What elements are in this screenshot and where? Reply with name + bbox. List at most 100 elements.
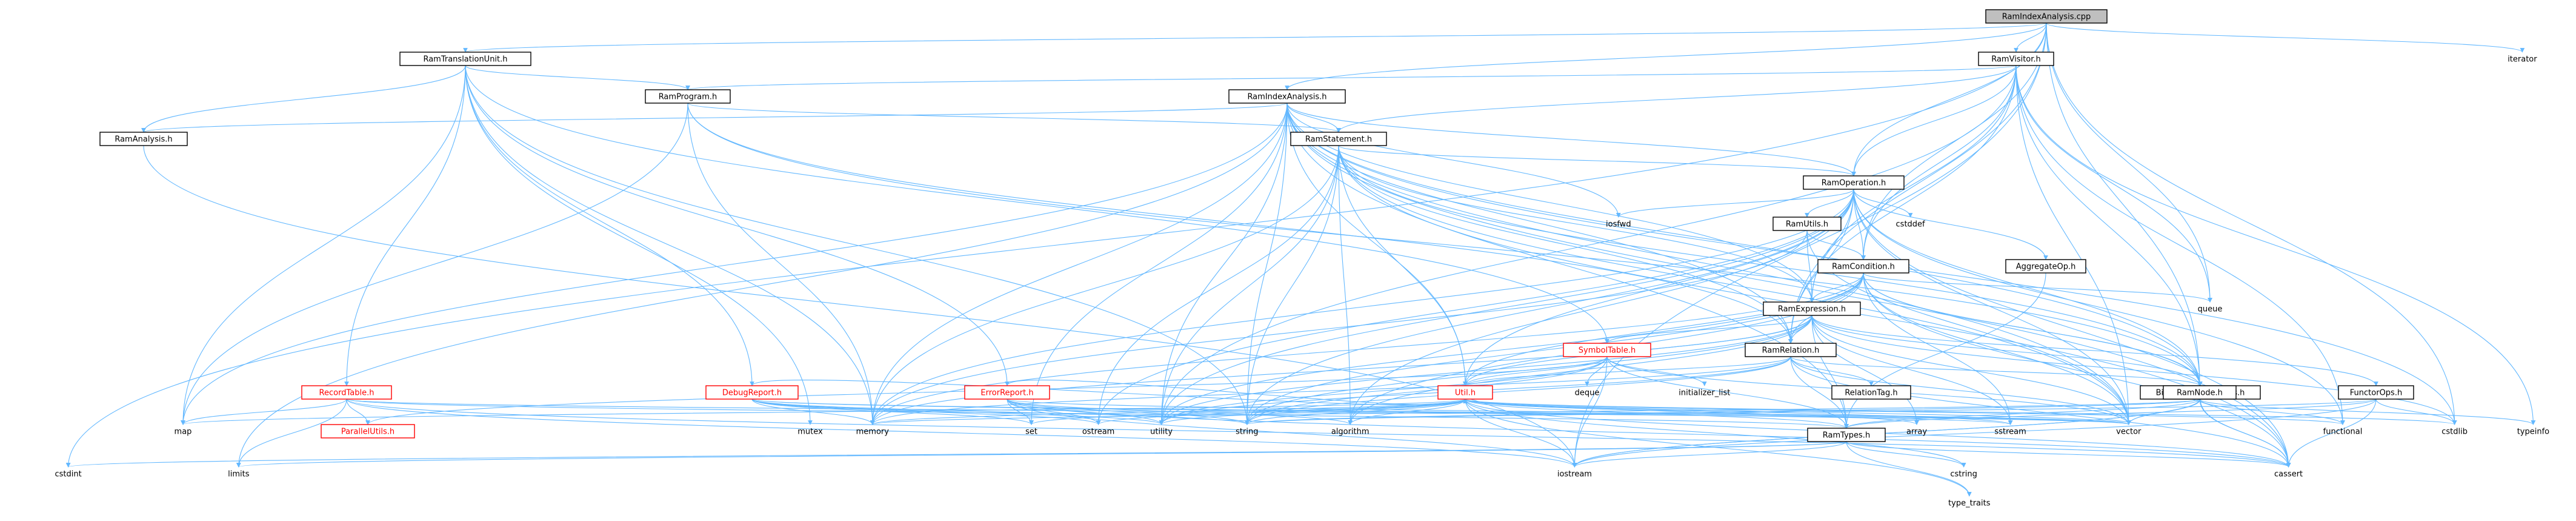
node-label-aggop: AggregateOp.h [2016, 263, 2076, 272]
node-label-cstddef: cstddef [1896, 220, 1926, 229]
node-box-errorreport [964, 385, 1050, 400]
node-box-program [645, 89, 731, 104]
node-label-debugreport: DebugReport.h [722, 389, 782, 398]
node-symboltable[interactable]: SymbolTable.h [1563, 343, 1651, 357]
edge-ramtypes-to-cassert [1846, 441, 2291, 468]
edge-tu-to-mutex [465, 65, 813, 425]
node-label-cstdint: cstdint [55, 470, 81, 479]
node-debugreport[interactable]: DebugReport.h [705, 385, 799, 400]
edge-tu-to-symboltable [465, 65, 1609, 344]
edge-tu-to-debugreport [465, 65, 754, 386]
node-label-analysis: RamAnalysis.h [115, 135, 172, 144]
node-util[interactable]: Util.h [1437, 385, 1493, 400]
node-aggop[interactable]: AggregateOp.h [2005, 259, 2086, 274]
node-iterator: iterator [2508, 55, 2537, 64]
edge-visitor-to-ramnode [2015, 65, 2202, 386]
node-functional: functional [2323, 428, 2363, 437]
node-analysis[interactable]: RamAnalysis.h [99, 132, 188, 146]
edge-functorops-to-cstdlib [2375, 398, 2457, 425]
node-label-memory: memory [856, 428, 890, 437]
edge-bincons-to-string [1245, 398, 2201, 425]
edge-visitor-to-operation [1851, 65, 2017, 176]
edge-cpp-to-cstdlib [2046, 22, 2457, 425]
node-operation[interactable]: RamOperation.h [1803, 175, 1905, 190]
edge-operation-to-string [1244, 189, 1854, 425]
edge-operation-to-ramutils [1805, 189, 1854, 218]
node-label-recordtable: RecordTable.h [319, 389, 374, 398]
node-label-ostream: ostream [1082, 428, 1115, 437]
node-ramutils[interactable]: RamUtils.h [1772, 217, 1842, 231]
edge-statement-to-string [1244, 145, 1339, 425]
edge-statement-to-algorithm [1338, 145, 1353, 425]
node-box-visitor [1978, 52, 2054, 66]
edge-tu-to-string [465, 65, 1250, 425]
node-condition[interactable]: RamCondition.h [1817, 259, 1909, 274]
edge-tu-to-errorreport [465, 65, 1010, 386]
edge-condition-to-sstream [1863, 272, 2013, 425]
edge-ramutils-to-expression [1806, 230, 1814, 303]
edge-statement-to-vector [1338, 145, 2131, 425]
node-errorreport[interactable]: ErrorReport.h [964, 385, 1050, 400]
edge-functorops-to-iostream [1572, 398, 2377, 468]
edge-relation-to-ramnode [1790, 356, 2202, 386]
edge-cpp-to-queue [2046, 22, 2212, 303]
node-label-vector: vector [2116, 428, 2142, 437]
edge-ramtypes-to-type_traits [1846, 441, 1972, 497]
node-label-statement: RamStatement.h [1305, 135, 1372, 144]
edge-debugreport-to-vector [751, 398, 2131, 425]
edge-errorreport-to-iostream [1007, 398, 1577, 468]
node-label-mutex: mutex [797, 428, 823, 437]
node-reltag[interactable]: RelationTag.h [1831, 385, 1911, 400]
edge-visitor-to-statement [1336, 65, 2017, 133]
node-label-parallel: ParallelUtils.h [341, 428, 394, 437]
node-expression[interactable]: RamExpression.h [1763, 301, 1861, 316]
dependency-nodes: RamIndexAnalysis.cppRamTranslationUnit.h… [55, 9, 2549, 508]
edge-tu-to-program [465, 65, 690, 90]
node-ramnode[interactable]: RamNode.h [2163, 385, 2237, 400]
node-relation[interactable]: RamRelation.h [1745, 343, 1837, 357]
edge-condition-to-ramnode [1863, 272, 2202, 386]
node-box-parallel [321, 424, 415, 439]
node-label-cstdlib: cstdlib [2441, 428, 2468, 437]
node-label-iosfwd: iosfwd [1606, 220, 1631, 229]
node-algorithm: algorithm [1331, 428, 1370, 437]
node-ia_h[interactable]: RamIndexAnalysis.h [1228, 89, 1346, 104]
node-label-initlist: initializer_list [1679, 389, 1730, 398]
node-program[interactable]: RamProgram.h [645, 89, 731, 104]
node-box-debugreport [705, 385, 799, 400]
edge-operation-to-iosfwd [1616, 189, 1854, 218]
edge-cpp-to-cstdint [65, 22, 2047, 468]
node-statement[interactable]: RamStatement.h [1290, 132, 1387, 146]
node-box-util [1437, 385, 1493, 400]
node-recordtable[interactable]: RecordTable.h [301, 385, 392, 400]
edge-util-to-string [1245, 398, 1466, 425]
edge-ia_h-to-vector [1286, 103, 2131, 425]
edge-ramnode-to-functional [2199, 398, 2345, 425]
edge-ramtypes-to-limits [236, 441, 1847, 468]
node-ramtypes[interactable]: RamTypes.h [1807, 428, 1886, 442]
edge-visitor-to-functional [2015, 65, 2345, 425]
edge-statement-to-utility [1159, 145, 1339, 425]
edge-debugreport-to-utility [751, 398, 1164, 425]
node-functorops[interactable]: FunctorOps.h [2338, 385, 2414, 400]
node-tu[interactable]: RamTranslationUnit.h [399, 52, 531, 66]
node-cstdlib: cstdlib [2441, 428, 2468, 437]
edge-expression-to-sstream [1811, 315, 2013, 425]
node-initlist: initializer_list [1679, 389, 1730, 398]
node-label-symboltable: SymbolTable.h [1579, 346, 1636, 355]
edge-ia_h-to-statement [1286, 103, 1341, 133]
edge-condition-to-vector [1863, 272, 2131, 425]
node-visitor[interactable]: RamVisitor.h [1978, 52, 2054, 66]
node-label-string: string [1236, 428, 1258, 437]
edge-visitor-to-queue [2015, 65, 2212, 303]
node-cpp[interactable]: RamIndexAnalysis.cpp [1985, 9, 2108, 24]
node-box-condition [1817, 259, 1909, 274]
node-label-reltag: RelationTag.h [1845, 389, 1897, 398]
edge-aggop-to-ramtypes [1844, 272, 2046, 429]
edge-relation-to-cassert [1790, 356, 2291, 468]
node-label-typeinfo: typeinfo [2517, 428, 2549, 437]
edge-ia_h-to-iosfwd [1286, 103, 1621, 218]
node-parallel[interactable]: ParallelUtils.h [321, 424, 415, 439]
edge-operation-to-ramnode [1853, 189, 2202, 386]
node-label-algorithm: algorithm [1331, 428, 1370, 437]
